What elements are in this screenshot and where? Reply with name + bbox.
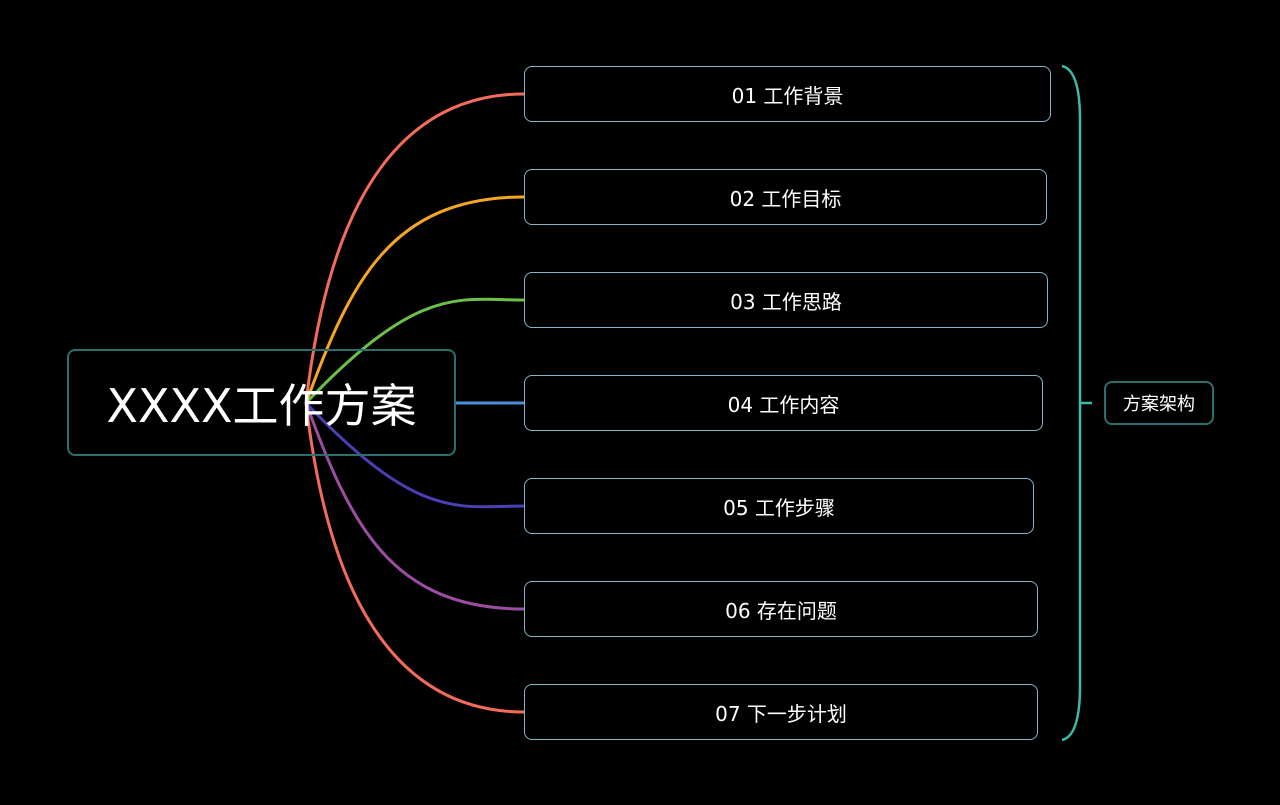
branch-node-content[interactable]: 04 工作内容 xyxy=(524,375,1043,431)
branch-label: 07 下一步计划 xyxy=(715,701,847,726)
branch-node-approach[interactable]: 03 工作思路 xyxy=(524,272,1048,328)
branch-node-steps[interactable]: 05 工作步骤 xyxy=(524,478,1034,534)
branch-node-issues[interactable]: 06 存在问题 xyxy=(524,581,1038,637)
connector-line xyxy=(304,297,526,405)
branch-label: 04 工作内容 xyxy=(727,392,840,417)
branch-node-goals[interactable]: 02 工作目标 xyxy=(524,169,1047,225)
branch-node-next-plan[interactable]: 07 下一步计划 xyxy=(524,684,1038,740)
connector-line xyxy=(304,195,526,405)
branch-label: 02 工作目标 xyxy=(729,186,842,211)
summary-node[interactable]: 方案架构 xyxy=(1104,381,1214,425)
summary-bracket xyxy=(1061,64,1082,742)
connector-line xyxy=(304,401,526,611)
branch-label: 03 工作思路 xyxy=(730,289,842,314)
branch-node-background[interactable]: 01 工作背景 xyxy=(524,66,1051,122)
branch-label: 05 工作步骤 xyxy=(723,495,835,520)
central-topic-label: XXXX工作方案 xyxy=(106,378,417,433)
branch-label: 06 存在问题 xyxy=(725,598,837,623)
branch-label: 01 工作背景 xyxy=(731,83,844,108)
connector-line xyxy=(304,401,526,509)
summary-label: 方案架构 xyxy=(1123,394,1195,415)
central-topic[interactable]: XXXX工作方案 xyxy=(67,349,456,456)
